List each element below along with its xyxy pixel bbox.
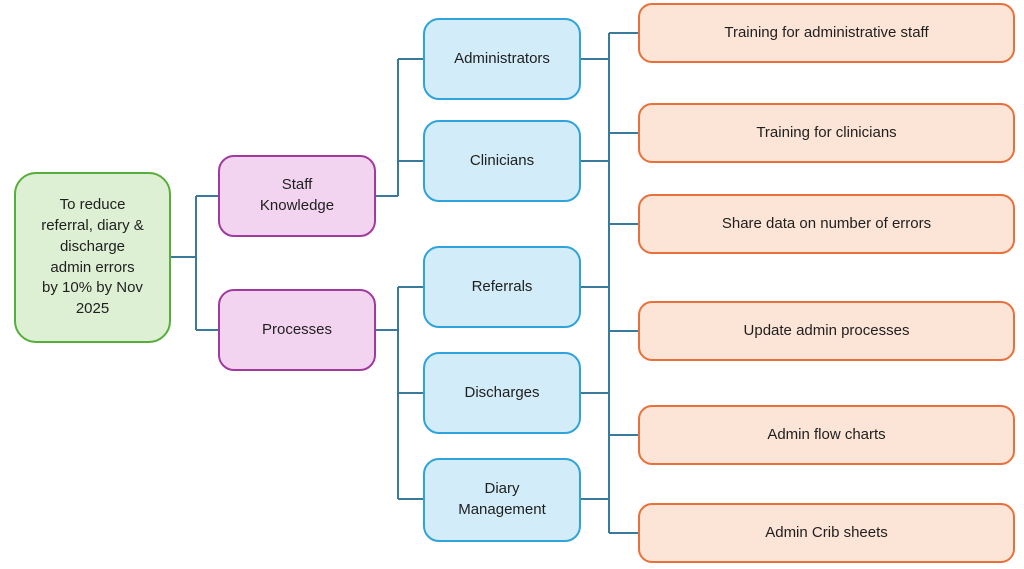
primary-driver-box-processes: Processes [218, 289, 376, 371]
secondary-driver-box-administrators: Administrators [423, 18, 581, 100]
staff-knowledge-branch-connectors [375, 58, 423, 197]
change-idea-box-share-data: Share data on number of errors [638, 194, 1015, 254]
secondary-driver-box-clinicians: Clinicians [423, 120, 581, 202]
ideas-spine-connectors [580, 32, 638, 534]
secondary-driver-label: Diary Management [458, 480, 546, 518]
secondary-driver-label: Clinicians [469, 151, 535, 169]
aim-label: To reduce referral, diary & discharge ad… [41, 196, 144, 317]
change-idea-box-crib-sheets: Admin Crib sheets [638, 503, 1015, 563]
processes-branch-connectors [375, 286, 423, 500]
change-idea-box-training-admin-staff: Training for administrative staff [638, 3, 1015, 63]
change-idea-label: Admin flow charts [767, 425, 886, 443]
change-idea-label: Update admin processes [743, 321, 910, 339]
aim-to-primary-connectors [170, 195, 218, 331]
primary-driver-label: Processes [261, 320, 333, 338]
primary-driver-label: Staff Knowledge [259, 176, 335, 214]
change-idea-box-flow-charts: Admin flow charts [638, 405, 1015, 465]
secondary-driver-box-diary-management: Diary Management [423, 458, 581, 542]
change-idea-label: Training for administrative staff [724, 23, 929, 41]
aim-box: To reduce referral, diary & discharge ad… [14, 172, 171, 343]
change-idea-label: Share data on number of errors [721, 214, 932, 232]
secondary-driver-box-referrals: Referrals [423, 246, 581, 328]
change-idea-box-update-processes: Update admin processes [638, 301, 1015, 361]
primary-driver-box-staff-knowledge: Staff Knowledge [218, 155, 376, 237]
secondary-driver-label: Discharges [464, 383, 540, 401]
change-idea-label: Training for clinicians [756, 123, 897, 141]
change-idea-label: Admin Crib sheets [765, 523, 888, 541]
change-idea-box-training-clinicians: Training for clinicians [638, 103, 1015, 163]
secondary-driver-label: Referrals [471, 277, 533, 295]
secondary-driver-label: Administrators [454, 49, 550, 67]
secondary-driver-box-discharges: Discharges [423, 352, 581, 434]
